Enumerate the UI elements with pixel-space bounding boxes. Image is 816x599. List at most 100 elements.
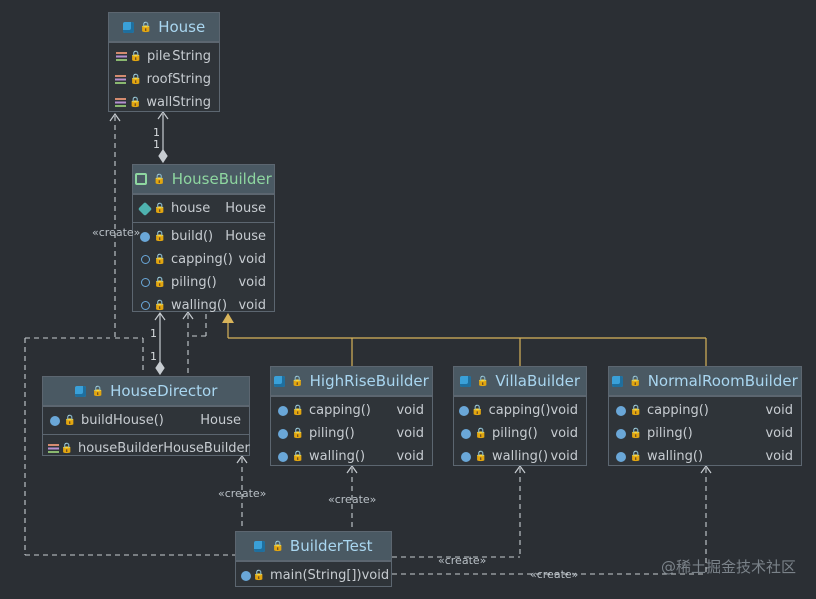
create-label: «create» xyxy=(92,226,141,239)
aggregation-house-builder xyxy=(157,110,169,164)
class-high-rise-builder[interactable]: 🔒 HighRiseBuilder 🔒 capping() void 🔒 pil… xyxy=(270,366,433,466)
field-name: wall xyxy=(146,95,173,110)
lock-icon: 🔒 xyxy=(476,375,490,387)
method-row[interactable]: 🔒 piling() void xyxy=(133,271,274,294)
method-type: void xyxy=(396,426,424,441)
create-label: «create» xyxy=(218,487,267,500)
method-type: void xyxy=(765,426,793,441)
method-icon xyxy=(459,427,473,441)
method-icon xyxy=(459,450,473,464)
method-type: void xyxy=(765,449,793,464)
fields-section: 🔒 pile String 🔒 roof String 🔒 wall Strin… xyxy=(109,42,219,116)
static-method-icon xyxy=(241,569,251,583)
class-header: 🔒 HouseDirector xyxy=(43,377,249,406)
method-row[interactable]: 🔒 capping() void xyxy=(271,399,432,422)
method-row[interactable]: 🔒 piling() void xyxy=(454,422,586,445)
watermark: @稀土掘金技术社区 xyxy=(660,558,796,576)
create-label: «create» xyxy=(438,554,487,567)
create-label: «create» xyxy=(530,568,579,581)
abstract-method-icon xyxy=(138,253,152,267)
lock-icon: 🔒 xyxy=(252,570,266,581)
method-name: piling() xyxy=(647,426,693,441)
lock-icon: 🔒 xyxy=(91,385,105,397)
class-house-director[interactable]: 🔒 HouseDirector 🔒 buildHouse() House 🔒 h… xyxy=(42,376,250,456)
class-icon xyxy=(459,375,471,387)
lock-icon: 🔒 xyxy=(474,428,488,439)
method-type: void xyxy=(550,426,578,441)
method-type: void xyxy=(550,403,578,418)
method-row[interactable]: 🔒 capping() void xyxy=(454,399,586,422)
field-name: houseBuilder xyxy=(78,441,164,456)
field-type: House xyxy=(225,201,266,216)
method-row[interactable]: 🔒 walling() void xyxy=(609,445,801,468)
methods-section: 🔒 capping() void 🔒 piling() void 🔒 walli… xyxy=(454,396,586,470)
inheritance-connector xyxy=(222,313,707,366)
method-icon xyxy=(276,450,290,464)
aggregation-director-builder xyxy=(154,311,166,376)
field-row[interactable]: 🔒 pile String xyxy=(109,45,219,68)
lock-icon: 🔒 xyxy=(153,277,167,288)
field-icon xyxy=(114,73,128,87)
method-row[interactable]: 🔒 piling() void xyxy=(271,422,432,445)
field-row[interactable]: 🔒 houseBuilder HouseBuilder xyxy=(43,437,250,460)
lock-icon: 🔒 xyxy=(129,97,142,108)
method-row[interactable]: 🔒 capping() void xyxy=(133,248,274,271)
class-name: House xyxy=(158,18,206,36)
class-header: 🔒 House xyxy=(109,13,219,42)
method-row[interactable]: 🔒 walling() void xyxy=(271,445,432,468)
lock-icon: 🔒 xyxy=(291,428,305,439)
abstract-class-icon xyxy=(135,173,148,185)
class-builder-test[interactable]: 🔒 BuilderTest 🔒 main(String[]) void xyxy=(235,531,392,587)
method-name: main(String[]) xyxy=(270,568,362,583)
field-row[interactable]: 🔒 house House xyxy=(133,197,274,220)
class-header: 🔒 NormalRoomBuilder xyxy=(609,367,801,396)
method-icon xyxy=(614,427,628,441)
method-row[interactable]: 🔒 capping() void xyxy=(609,399,801,422)
method-name: capping() xyxy=(171,252,233,267)
method-row[interactable]: 🔒 piling() void xyxy=(609,422,801,445)
lock-icon: 🔒 xyxy=(291,375,304,387)
abstract-method-icon xyxy=(138,299,152,313)
abstract-method-icon xyxy=(138,276,152,290)
dependency-connectors xyxy=(24,116,707,575)
class-house[interactable]: 🔒 House 🔒 pile String 🔒 roof String 🔒 wa… xyxy=(108,12,220,112)
lock-icon: 🔒 xyxy=(139,21,153,33)
method-row[interactable]: 🔒 walling() void xyxy=(454,445,586,468)
lock-icon: 🔒 xyxy=(629,451,643,462)
lock-icon: 🔒 xyxy=(153,173,166,185)
create-label: «create» xyxy=(328,493,377,506)
method-row[interactable]: 🔒 main(String[]) void xyxy=(236,564,391,587)
method-name: capping() xyxy=(647,403,709,418)
lock-icon: 🔒 xyxy=(474,451,488,462)
method-icon xyxy=(459,404,470,418)
multiplicity-label: 1 xyxy=(153,126,160,139)
field-type: HouseBuilder xyxy=(163,441,250,456)
field-row[interactable]: 🔒 roof String xyxy=(109,68,219,91)
method-name: buildHouse() xyxy=(81,413,164,428)
lock-icon: 🔒 xyxy=(291,451,305,462)
lock-icon: 🔒 xyxy=(153,203,167,214)
lock-icon: 🔒 xyxy=(271,540,284,552)
methods-section: 🔒 buildHouse() House xyxy=(43,406,249,434)
method-row[interactable]: 🔒 walling() void xyxy=(133,294,274,317)
multiplicity-label: 1 xyxy=(153,138,160,151)
field-row[interactable]: 🔒 wall String xyxy=(109,91,219,114)
lock-icon: 🔒 xyxy=(291,405,305,416)
class-villa-builder[interactable]: 🔒 VillaBuilder 🔒 capping() void 🔒 piling… xyxy=(453,366,587,466)
class-name: VillaBuilder xyxy=(495,372,581,390)
lock-icon: 🔒 xyxy=(63,415,77,426)
class-name: NormalRoomBuilder xyxy=(647,372,798,390)
class-name: HighRiseBuilder xyxy=(309,372,429,390)
class-house-builder[interactable]: 🔒 HouseBuilder 🔒 house House 🔒 build() H… xyxy=(132,164,275,313)
method-type: void xyxy=(765,403,793,418)
method-name: build() xyxy=(171,229,214,244)
class-icon xyxy=(254,540,266,552)
method-row[interactable]: 🔒 buildHouse() House xyxy=(43,409,249,432)
method-row[interactable]: 🔒 build() House xyxy=(133,225,274,248)
method-name: piling() xyxy=(309,426,355,441)
method-type: House xyxy=(200,413,241,428)
field-icon xyxy=(48,442,59,456)
class-normal-room-builder[interactable]: 🔒 NormalRoomBuilder 🔒 capping() void 🔒 p… xyxy=(608,366,802,466)
fields-section: 🔒 house House xyxy=(133,194,274,222)
